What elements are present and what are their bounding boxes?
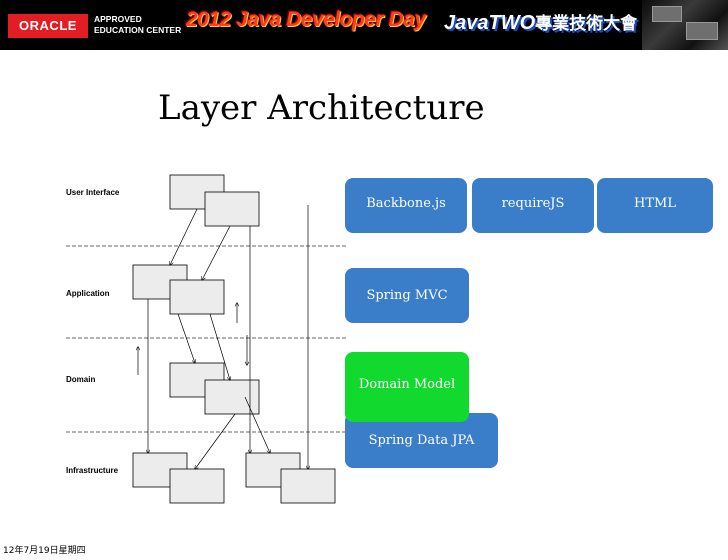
footer-date: 12年7月19日星期四 [3, 546, 86, 556]
layer-label-application: Application [66, 289, 110, 298]
oracle-logo: ORACLE [8, 14, 88, 38]
satellite-panel [652, 6, 682, 22]
slide-title: Layer Architecture [158, 88, 485, 128]
approved-label-line1: APPROVED [94, 14, 142, 24]
dependency-arrow [202, 225, 231, 280]
layer-label-domain: Domain [66, 375, 95, 384]
backbone-js-label: Backbone.js [366, 196, 446, 211]
backbone-js-box: Backbone.js [345, 178, 467, 233]
spring-data-jpa-box: Spring Data JPA [345, 413, 498, 468]
layer-label-infrastructure: Infrastructure [66, 466, 119, 475]
requirejs-label: requireJS [501, 196, 565, 211]
ui-component-box [204, 191, 260, 227]
event-subtitle: JavaTWO專業技術大會 [444, 9, 637, 35]
satellite-panel [686, 22, 718, 40]
layer-label-user-interface: User Interface [66, 188, 120, 197]
dependency-arrow [244, 396, 270, 453]
event-title: 2012 Java Developer Day [186, 8, 426, 31]
dependency-arrow [177, 313, 195, 363]
requirejs-box: requireJS [472, 178, 594, 233]
dependency-arrow [170, 208, 198, 265]
dependency-arrow [209, 313, 230, 380]
domain-component-box [204, 379, 260, 415]
application-component-box [169, 279, 225, 315]
approved-education-center-label: APPROVED EDUCATION CENTER [94, 14, 181, 36]
spring-data-jpa-label: Spring Data JPA [368, 433, 475, 448]
event-brand-cn: 專業技術大會 [535, 14, 638, 33]
spring-mvc-box: Spring MVC [345, 268, 469, 323]
infrastructure-component-box [169, 468, 225, 504]
html-label: HTML [634, 196, 676, 211]
domain-model-box: Domain Model [345, 352, 469, 422]
dependency-arrow [195, 413, 236, 469]
header-banner: ORACLE APPROVED EDUCATION CENTER 2012 Ja… [0, 0, 728, 50]
domain-model-label: Domain Model [358, 377, 456, 392]
html-box: HTML [597, 178, 713, 233]
spring-mvc-label: Spring MVC [366, 288, 448, 303]
layer-architecture-diagram: User Interface Application Domain Infras… [66, 174, 346, 504]
infrastructure-component-box [280, 468, 336, 504]
event-brand: JavaTWO [444, 12, 536, 34]
approved-label-line2: EDUCATION CENTER [94, 25, 182, 35]
satellite-image [642, 0, 728, 50]
